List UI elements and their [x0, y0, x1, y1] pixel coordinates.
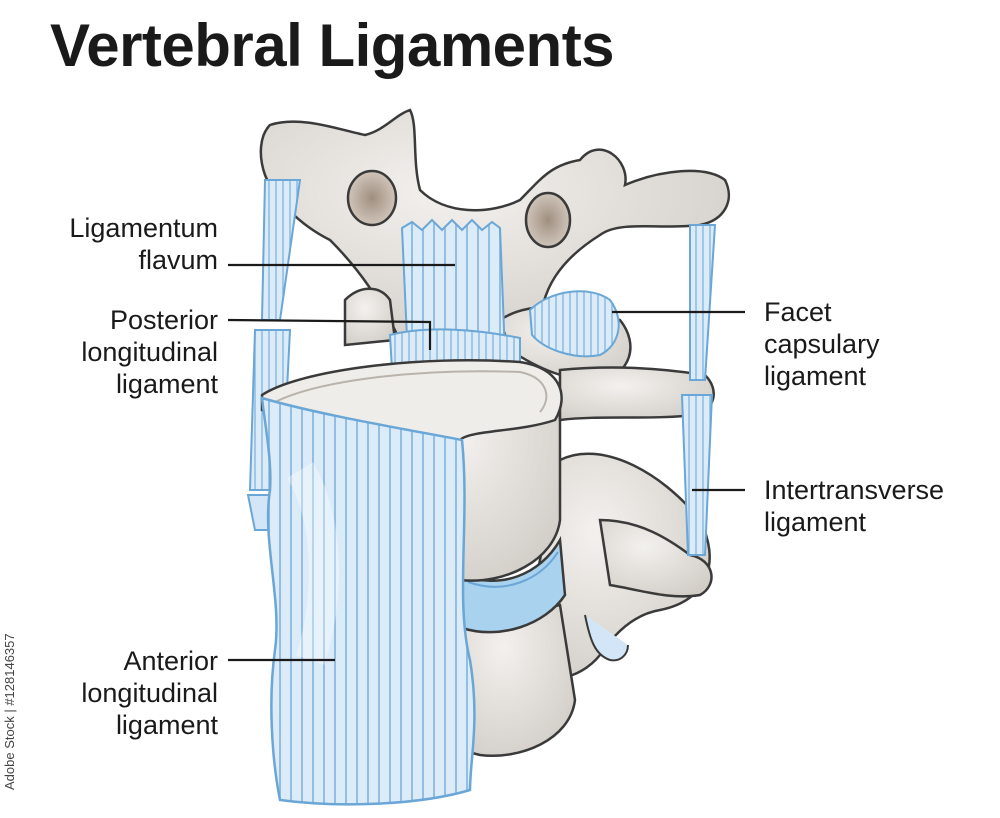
label-posterior-longitudinal-ligament: Posterior longitudinal ligament [81, 304, 218, 400]
label-posterior-line2: longitudinal [81, 337, 218, 367]
label-posterior-line1: Posterior [109, 305, 218, 335]
leader-line-posterior-longitudinal [227, 318, 432, 350]
label-intertransverse-line1: Intertransverse [764, 475, 945, 505]
label-ligamentum-flavum-line1: Ligamentum [69, 213, 218, 243]
lower-transverse-process [598, 518, 713, 598]
ligamentum-flavum [400, 218, 507, 362]
label-ligamentum-flavum-line2: flavum [138, 245, 218, 275]
stock-watermark: Adobe Stock | #128146357 [2, 633, 17, 790]
label-anterior-longitudinal-ligament: Anterior longitudinal ligament [81, 645, 218, 741]
facet-capsular-ligament [528, 290, 620, 358]
label-facet-line3: ligament [764, 361, 867, 391]
label-posterior-line3: ligament [115, 369, 218, 399]
intervertebral-disc [460, 535, 567, 634]
label-anterior-line2: longitudinal [81, 678, 218, 708]
page-title: Vertebral Ligaments [50, 12, 615, 79]
label-intertransverse-ligament: Intertransverse ligament [764, 474, 944, 538]
label-facet-capsulary-ligament: Facet capsulary ligament [764, 296, 880, 392]
label-intertransverse-line2: ligament [764, 507, 867, 537]
leader-lines [227, 263, 745, 662]
label-anterior-line1: Anterior [123, 646, 218, 676]
label-facet-line2: capsulary [764, 329, 880, 359]
label-facet-line1: Facet [764, 297, 832, 327]
label-anterior-line3: ligament [115, 710, 218, 740]
anterior-longitudinal-ligament [260, 396, 476, 806]
label-ligamentum-flavum: Ligamentum flavum [69, 212, 218, 276]
intertransverse-ligament-right [680, 224, 717, 556]
